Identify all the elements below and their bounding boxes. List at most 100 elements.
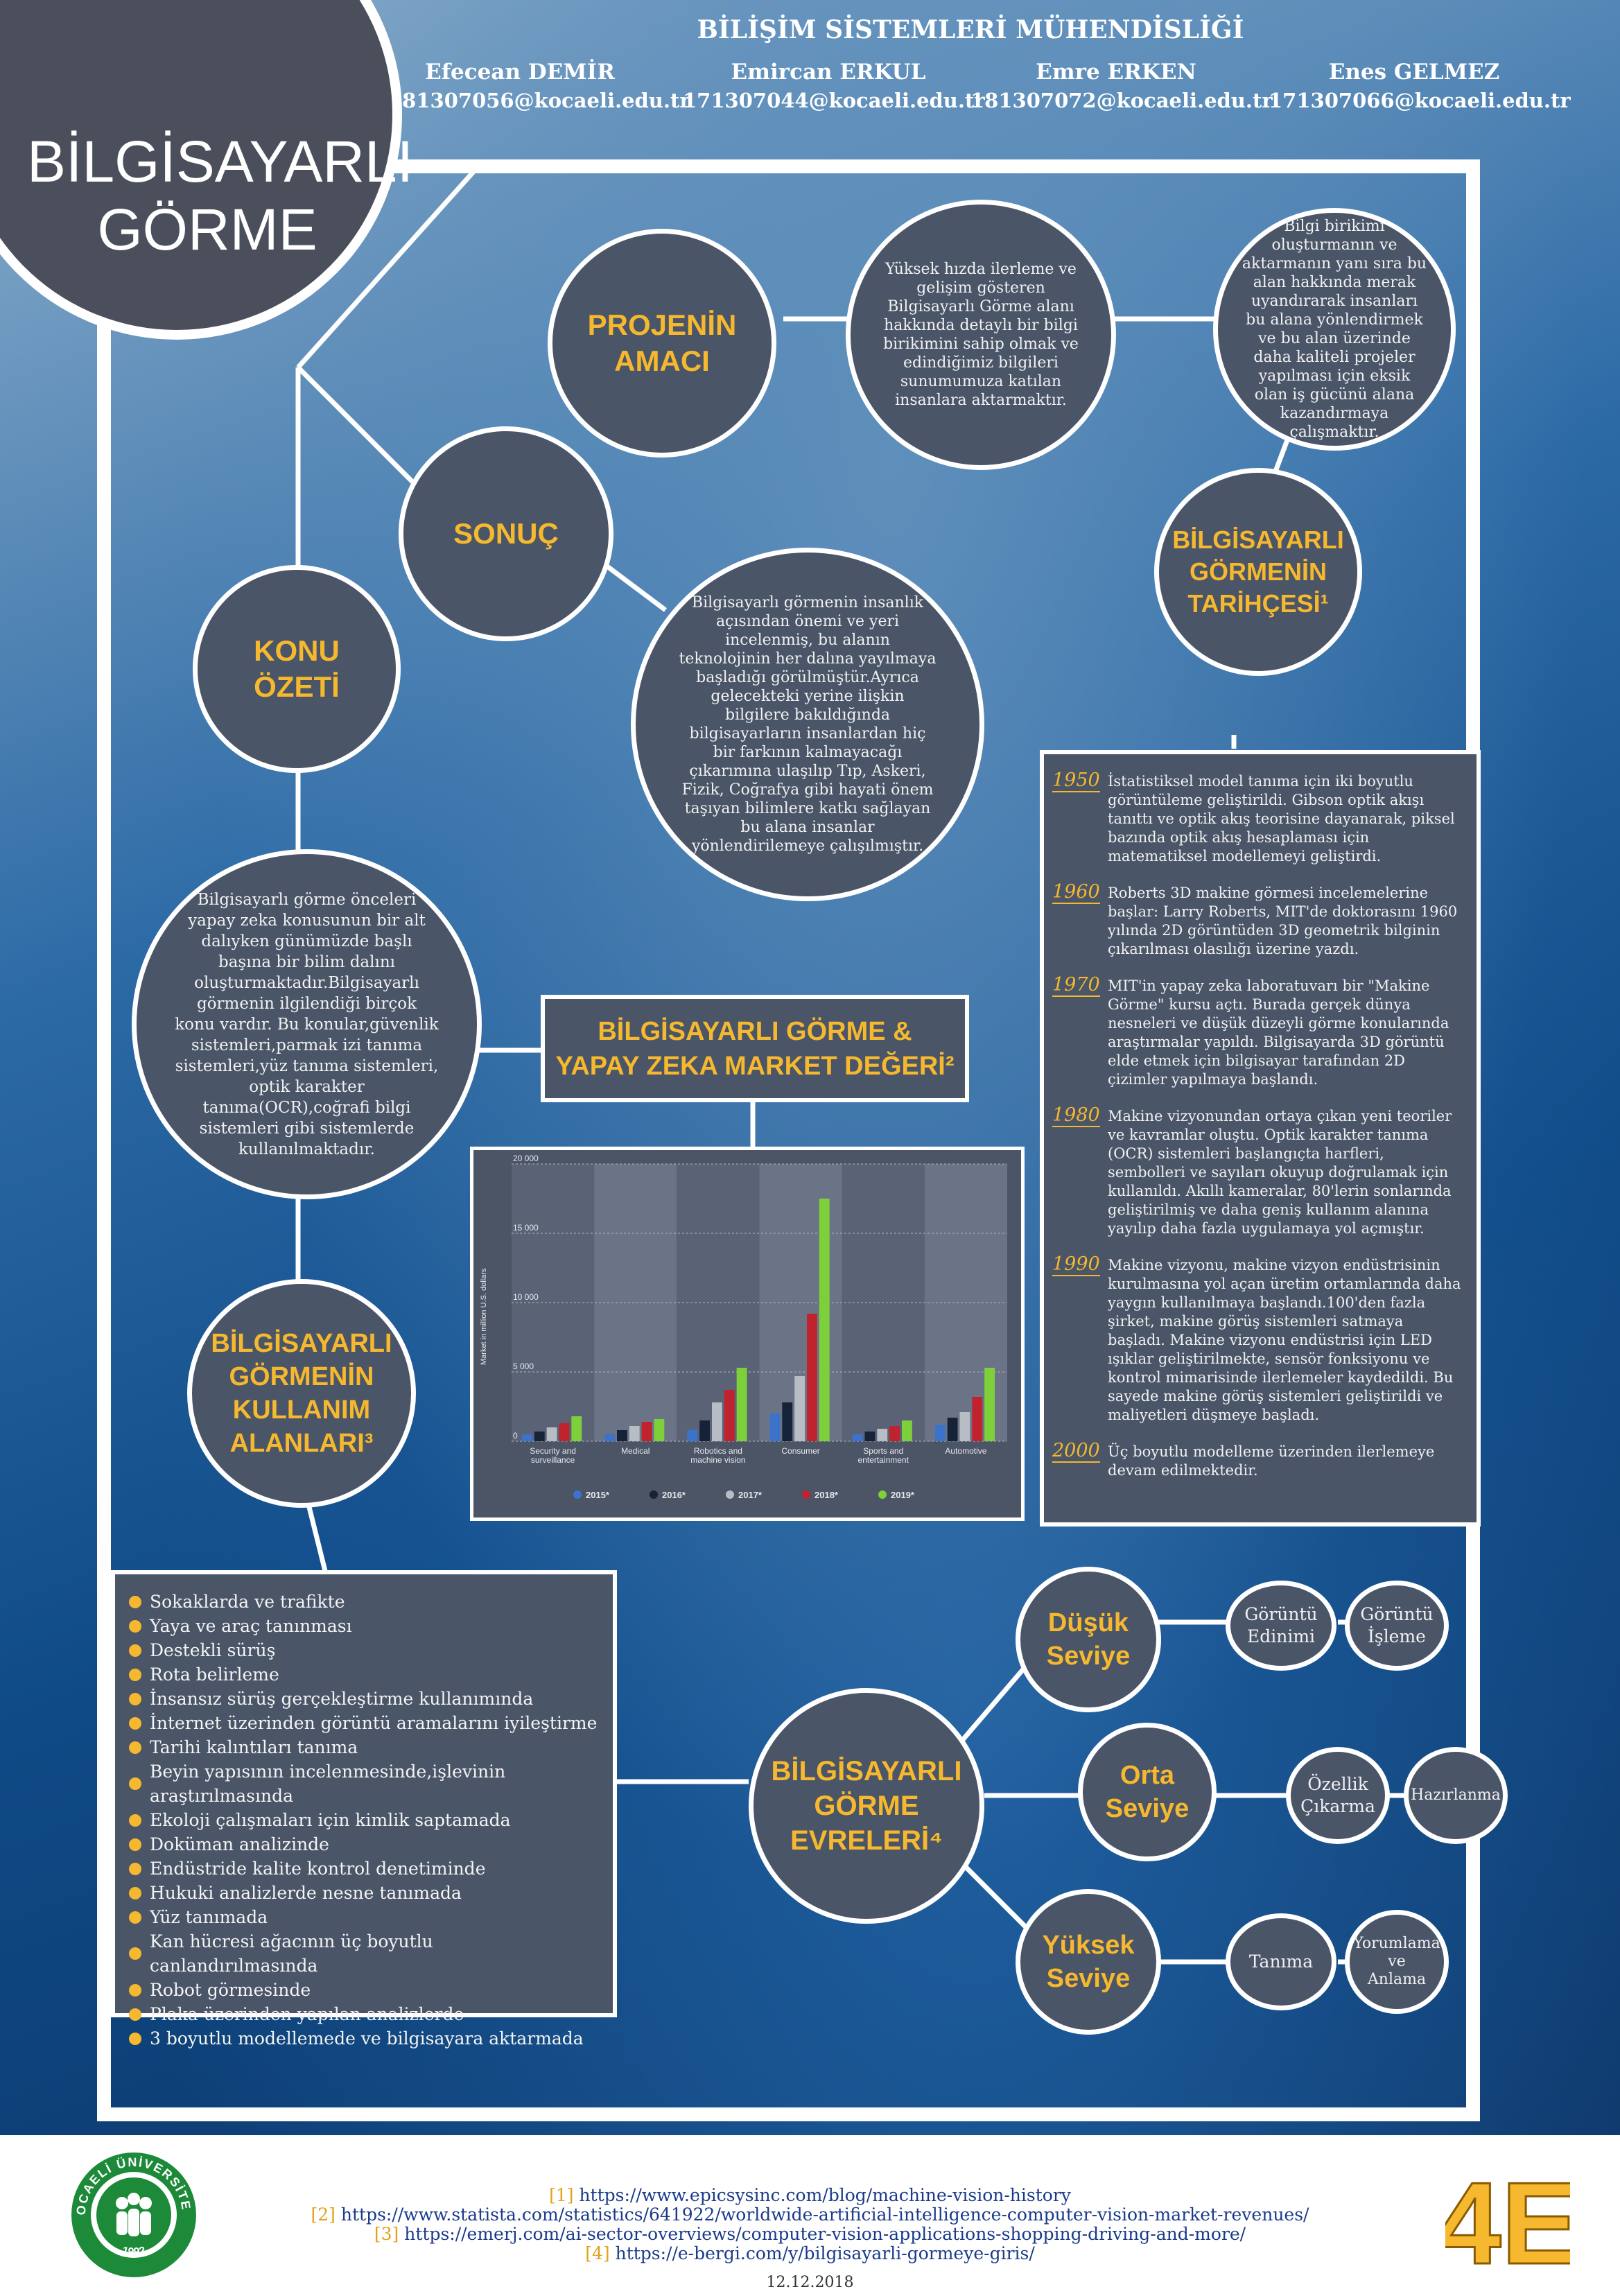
legend-label: 2016*	[662, 1490, 686, 1500]
ozet-title-1: KONU	[254, 634, 340, 667]
sonuc-circle: SONUÇ	[399, 426, 613, 641]
use-area-item: 3 boyutlu modellemede ve bilgisayara akt…	[129, 2026, 599, 2051]
kullanim-circle: BİLGİSAYARLI GÖRMENİN KULLANIM ALANLARI³	[187, 1279, 416, 1508]
amac-text-2: Bilgi birikimi oluşturmanın ve aktarmanı…	[1242, 218, 1427, 441]
chart-bar	[782, 1402, 793, 1441]
history-year: 1970	[1052, 974, 1100, 997]
level-low-l2: Seviye	[1046, 1642, 1131, 1671]
chart-bar	[889, 1426, 900, 1441]
svg-text:1992: 1992	[121, 2245, 147, 2258]
sonuc-text: Bilgisayarlı görmenin insanlık açısından…	[679, 594, 937, 855]
author-2-name: Emircan ERKUL	[731, 60, 926, 85]
chart-bar	[736, 1368, 747, 1441]
chart-bar	[959, 1412, 970, 1441]
chart-bar	[534, 1432, 545, 1441]
level-mid-l2: Seviye	[1105, 1794, 1190, 1823]
use-area-item: Sokaklarda ve trafikte	[129, 1590, 599, 1614]
chart-bar	[769, 1414, 781, 1441]
use-area-text: Tarihi kalıntıları tanıma	[150, 1737, 358, 1757]
reference-3[interactable]: [3] https://emerj.com/ai-sector-overview…	[0, 2224, 1620, 2245]
history-year: 2000	[1052, 1440, 1100, 1463]
legend-swatch	[573, 1490, 582, 1499]
level-low-b2: İşleme	[1367, 1626, 1426, 1646]
category-band	[512, 1164, 595, 1441]
level-mid-b-circle: Hazırlanma	[1404, 1747, 1508, 1844]
use-area-text: Plaka üzerinden yapılan analizlerde	[150, 2004, 464, 2024]
team-logo-text: 4E	[1445, 2158, 1570, 2277]
x-tick-label: Consumer	[781, 1446, 819, 1456]
poster-date: 12.12.2018	[766, 2274, 854, 2291]
use-area-item: Destekli sürüş	[129, 1638, 599, 1662]
bullet-icon	[129, 1838, 141, 1851]
reference-2[interactable]: [2] https://www.statista.com/statistics/…	[0, 2204, 1620, 2225]
reference-url[interactable]: https://www.statista.com/statistics/6419…	[340, 2204, 1309, 2225]
legend-swatch	[726, 1490, 734, 1499]
bullet-icon	[129, 1983, 141, 1997]
reference-1[interactable]: [1] https://www.epicsysinc.com/blog/mach…	[0, 2185, 1620, 2206]
chart-bar	[819, 1199, 830, 1441]
chart-bar	[712, 1402, 722, 1441]
bullet-icon	[129, 1619, 141, 1633]
kullanim-title-4: ALANLARI³	[229, 1429, 374, 1458]
amac-title-1: PROJENİN	[587, 308, 737, 341]
tarihce-title-1: BİLGİSAYARLI	[1172, 525, 1344, 554]
chart-bar	[864, 1432, 876, 1441]
reference-number: [2]	[311, 2204, 336, 2225]
bullet-icon	[129, 1911, 141, 1924]
use-area-item: Rota belirleme	[129, 1662, 599, 1687]
use-area-text: 3 boyutlu modellemede ve bilgisayara akt…	[150, 2028, 584, 2049]
ozet-text: Bilgisayarlı görme önceleri yapay zeka k…	[175, 890, 439, 1158]
reference-url[interactable]: https://e-bergi.com/y/bilgisayarli-gorme…	[615, 2243, 1035, 2263]
legend-label: 2015*	[586, 1490, 610, 1500]
author-3-name: Emre ERKEN	[1036, 60, 1196, 85]
history-entry: 1960 Roberts 3D makine görmesi incelemel…	[1052, 881, 1461, 959]
reference-number: [1]	[549, 2185, 574, 2205]
reference-url[interactable]: https://emerj.com/ai-sector-overviews/co…	[404, 2224, 1246, 2244]
author-1-email: 181307056@kocaeli.edu.tr	[388, 89, 690, 112]
chart-bar	[877, 1429, 888, 1441]
level-high-b1: Yorumlama	[1353, 1935, 1440, 1952]
legend-label: 2017*	[738, 1490, 763, 1500]
history-year: 1950	[1052, 769, 1100, 792]
poster-title-line2: GÖRME	[97, 197, 317, 262]
bullet-icon	[129, 1947, 141, 1960]
chart-bar	[947, 1418, 958, 1441]
reference-4[interactable]: [4] https://e-bergi.com/y/bilgisayarli-g…	[0, 2243, 1620, 2264]
bullet-icon	[129, 1644, 141, 1657]
reference-number: [3]	[374, 2224, 399, 2244]
legend-label: 2018*	[815, 1490, 839, 1500]
evreler-title-3: EVRELERİ⁴	[790, 1825, 943, 1856]
use-area-text: Endüstride kalite kontrol denetiminde	[150, 1859, 486, 1879]
chart-bar	[724, 1390, 735, 1441]
chart-bar	[522, 1434, 532, 1441]
tarihce-box: 1950 İstatistiksel model tanıma için iki…	[1040, 750, 1481, 1527]
use-area-item: Beyin yapısının incelenmesinde,işlevinin…	[129, 1759, 599, 1808]
use-area-text: Doküman analizinde	[150, 1834, 329, 1854]
poster-title-circle: BİLGİSAYARLI GÖRME	[0, 0, 413, 340]
use-area-item: İnternet üzerinden görüntü aramalarını i…	[129, 1711, 599, 1735]
use-area-item: Yüz tanımada	[129, 1905, 599, 1929]
reference-number: [4]	[585, 2243, 610, 2263]
reference-url[interactable]: https://www.epicsysinc.com/blog/machine-…	[579, 2185, 1071, 2205]
history-year: 1980	[1052, 1104, 1100, 1127]
bullet-icon	[129, 2032, 141, 2045]
author-4-name: Enes GELMEZ	[1328, 60, 1500, 85]
level-high-l2: Seviye	[1046, 1964, 1131, 1993]
history-text: MIT'in yapay zeka laboratuvarı bir "Maki…	[1108, 977, 1449, 1088]
chart-bar	[604, 1434, 615, 1441]
chart-bar	[571, 1416, 582, 1441]
author-1-name: Efecean DEMİR	[425, 60, 615, 85]
amac-title-2: AMACI	[614, 345, 710, 377]
use-area-item: İnsansız sürüş gerçekleştirme kullanımın…	[129, 1687, 599, 1711]
chart-bar	[794, 1376, 805, 1441]
chart-bar	[852, 1434, 863, 1441]
level-low-circle: Düşük Seviye	[1016, 1567, 1161, 1712]
level-low-b1: Görüntü	[1360, 1604, 1434, 1624]
level-low-l1: Düşük	[1047, 1608, 1129, 1637]
x-tick-label: Medical	[621, 1446, 650, 1456]
y-tick-label: 20 000	[513, 1154, 539, 1163]
